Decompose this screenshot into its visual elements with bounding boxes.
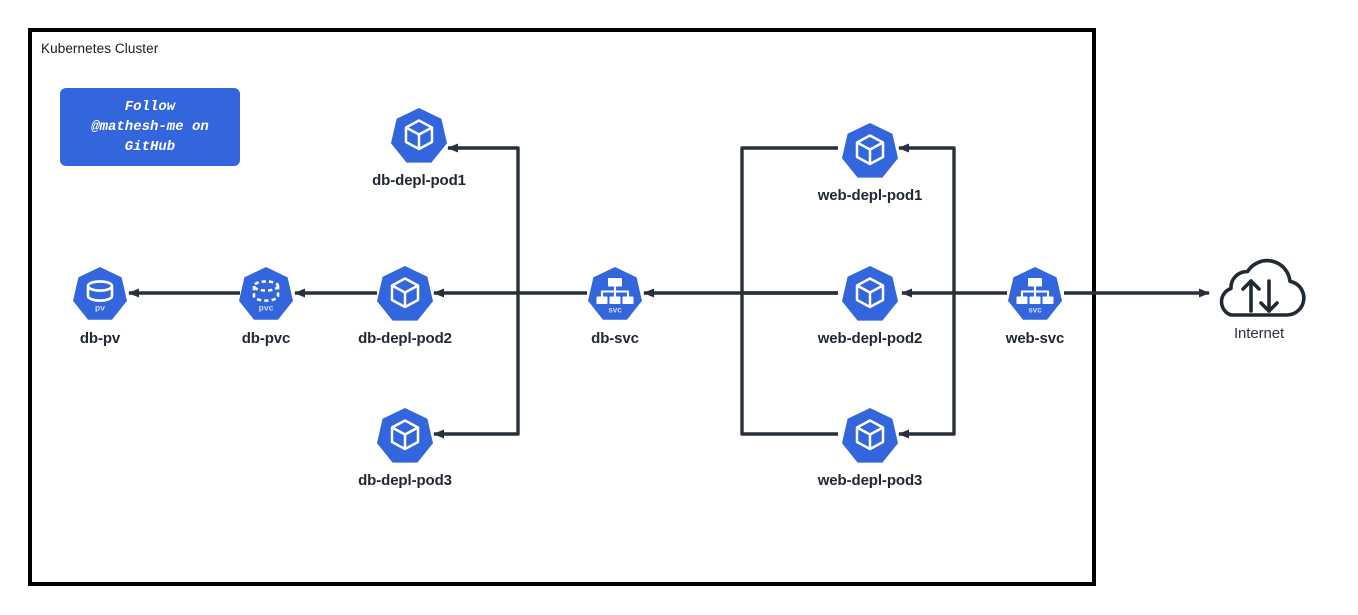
k8s-service-icon: svc bbox=[587, 265, 643, 323]
node-web-svc[interactable]: svc web-svc bbox=[975, 265, 1095, 347]
svg-text:pv: pv bbox=[95, 303, 105, 313]
node-web-depl-pod3[interactable]: web-depl-pod3 bbox=[810, 407, 930, 489]
node-label: db-svc bbox=[591, 330, 639, 347]
node-label: web-depl-pod1 bbox=[817, 187, 923, 204]
node-web-depl-pod2[interactable]: web-depl-pod2 bbox=[810, 265, 930, 347]
node-label: web-depl-pod2 bbox=[817, 330, 923, 347]
cloud-internet-icon bbox=[1211, 258, 1307, 320]
node-db-depl-pod2[interactable]: db-depl-pod2 bbox=[345, 265, 465, 347]
node-db-pvc[interactable]: pvc db-pvc bbox=[206, 265, 326, 347]
node-web-depl-pod1[interactable]: web-depl-pod1 bbox=[810, 122, 930, 204]
k8s-pvc-icon: pvc bbox=[238, 265, 294, 323]
svg-text:svc: svc bbox=[608, 306, 622, 315]
node-db-depl-pod1[interactable]: db-depl-pod1 bbox=[359, 107, 479, 189]
kubernetes-cluster-boundary bbox=[28, 28, 1096, 586]
cluster-title: Kubernetes Cluster bbox=[41, 41, 159, 56]
node-label: db-pvc bbox=[241, 330, 291, 347]
node-label: db-depl-pod3 bbox=[358, 472, 452, 489]
k8s-pod-icon bbox=[841, 407, 899, 465]
k8s-pod-icon bbox=[841, 265, 899, 323]
k8s-pod-icon bbox=[376, 407, 434, 465]
node-label: db-depl-pod1 bbox=[372, 172, 466, 189]
node-label: web-depl-pod3 bbox=[817, 472, 923, 489]
k8s-pod-icon bbox=[841, 122, 899, 180]
follow-github-banner[interactable]: Follow @mathesh-me on GitHub bbox=[60, 88, 240, 166]
node-internet[interactable]: Internet bbox=[1199, 258, 1319, 342]
node-label: db-depl-pod2 bbox=[358, 330, 452, 347]
node-label: db-pv bbox=[79, 330, 121, 347]
node-db-pv[interactable]: pv db-pv bbox=[40, 265, 160, 347]
node-label: Internet bbox=[1233, 325, 1285, 342]
node-db-svc[interactable]: svc db-svc bbox=[555, 265, 675, 347]
svg-text:svc: svc bbox=[1028, 306, 1042, 315]
k8s-pod-icon bbox=[390, 107, 448, 165]
k8s-pv-icon: pv bbox=[72, 265, 128, 323]
k8s-service-icon: svc bbox=[1007, 265, 1063, 323]
svg-text:pvc: pvc bbox=[259, 303, 274, 313]
node-label: web-svc bbox=[1005, 330, 1065, 347]
k8s-pod-icon bbox=[376, 265, 434, 323]
node-db-depl-pod3[interactable]: db-depl-pod3 bbox=[345, 407, 465, 489]
